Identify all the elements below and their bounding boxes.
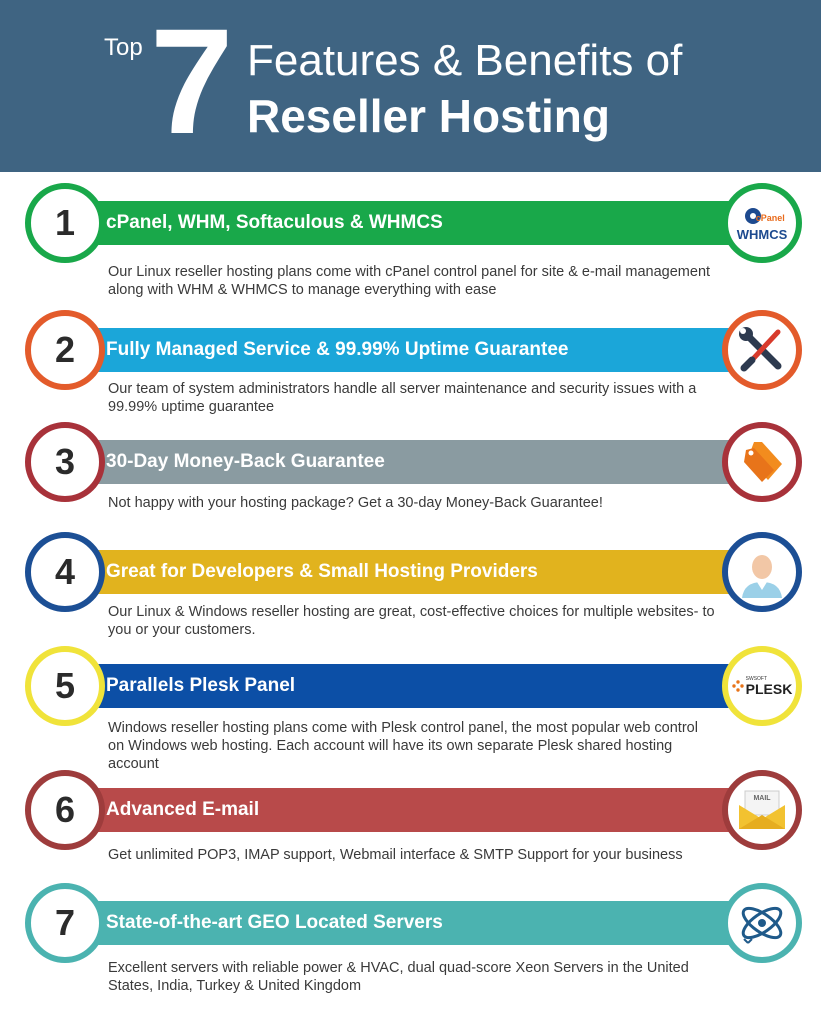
number-badge: 1 <box>25 183 105 263</box>
header-top-label: Top <box>104 34 143 61</box>
feature-description: Excellent servers with reliable power & … <box>108 960 689 994</box>
plesk-logo: SWSOFT PLESK <box>731 675 793 697</box>
feature-title: State-of-the-art GEO Located Servers <box>106 912 443 933</box>
number-text: 3 <box>54 441 76 482</box>
icon-badge <box>722 532 802 612</box>
feature-bar-1: cPanel, WHM, Softaculous & WHMCS <box>70 201 752 245</box>
wrench-screwdriver-icon <box>739 327 782 372</box>
feature-title: cPanel, WHM, Softaculous & WHMCS <box>106 212 443 233</box>
icon-badge: SWSOFT PLESK <box>722 646 802 726</box>
header-number: 7 <box>150 0 233 165</box>
icon-badge <box>722 310 802 390</box>
icon-badge <box>722 422 802 502</box>
header-subtitle: Features & Benefits of <box>247 36 683 85</box>
feature-description: Not happy with your hosting package? Get… <box>108 495 603 511</box>
number-text: 2 <box>54 329 76 370</box>
number-text: 7 <box>54 902 76 943</box>
number-badge: 6 <box>25 770 105 850</box>
feature-title: Great for Developers & Small Hosting Pro… <box>106 561 538 582</box>
feature-bar-7: State-of-the-art GEO Located Servers <box>70 901 752 945</box>
number-text: 6 <box>54 789 76 830</box>
cpanel-whmcs-logo: cPanel WHMCS <box>736 206 788 242</box>
number-text: 1 <box>54 202 76 243</box>
icon-badge: MAIL <box>722 770 802 850</box>
number-text: 4 <box>54 551 76 592</box>
number-badge: 7 <box>25 883 105 963</box>
feature-bar-3: 30-Day Money-Back Guarantee <box>70 440 752 484</box>
icon-badge: cPanel WHMCS <box>722 183 802 263</box>
feature-title: 30-Day Money-Back Guarantee <box>106 451 385 472</box>
feature-description: Our Linux & Windows reseller hosting are… <box>108 604 715 638</box>
mail-label: MAIL <box>753 795 771 802</box>
feature-bar-6: Advanced E-mail <box>70 788 752 832</box>
header-banner: Top 7 Features & Benefits of Reseller Ho… <box>0 0 821 172</box>
number-badge: 4 <box>25 532 105 612</box>
number-text: 5 <box>54 665 76 706</box>
cpanel-text: cPanel <box>755 212 785 223</box>
price-tag-icon <box>744 442 782 482</box>
feature-title: Parallels Plesk Panel <box>106 675 296 696</box>
feature-bar-4: Great for Developers & Small Hosting Pro… <box>70 550 752 594</box>
feature-bar-5: Parallels Plesk Panel <box>70 664 752 708</box>
header-title: Reseller Hosting <box>247 90 610 142</box>
feature-bar-2: Fully Managed Service & 99.99% Uptime Gu… <box>70 328 752 372</box>
person-avatar-icon <box>742 555 782 598</box>
icon-badge <box>722 883 802 963</box>
feature-description: Windows reseller hosting plans come with… <box>108 720 698 772</box>
number-badge: 3 <box>25 422 105 502</box>
feature-title: Advanced E-mail <box>106 799 260 820</box>
number-badge: 5 <box>25 646 105 726</box>
whmcs-text: WHMCS <box>736 226 788 242</box>
feature-description: Our team of system administrators handle… <box>108 381 697 415</box>
feature-description: Get unlimited POP3, IMAP support, Webmai… <box>108 847 683 863</box>
swsoft-text: SWSOFT <box>745 675 768 682</box>
geo-network-icon <box>741 906 783 944</box>
feature-title: Fully Managed Service & 99.99% Uptime Gu… <box>106 339 569 360</box>
number-badge: 2 <box>25 310 105 390</box>
feature-description: Our Linux reseller hosting plans come wi… <box>108 264 711 298</box>
plesk-text: PLESK <box>745 680 793 697</box>
plesk-mark-icon <box>731 680 744 692</box>
mail-envelope-icon: MAIL <box>737 789 787 831</box>
